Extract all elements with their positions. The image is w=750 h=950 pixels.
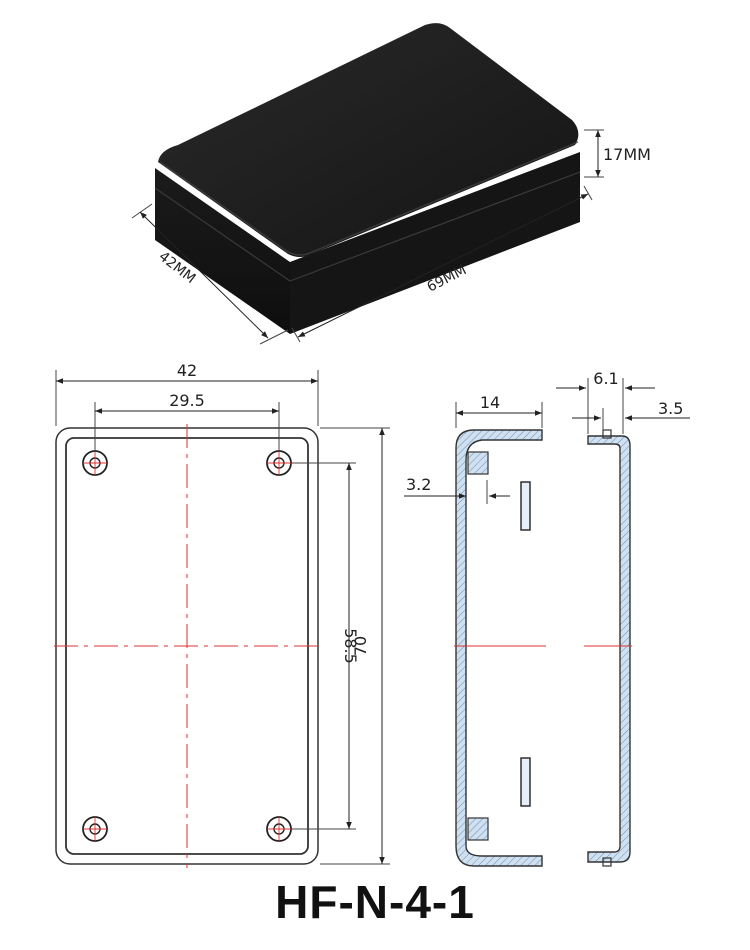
section-view-lower-slot <box>520 757 531 807</box>
section-view-lower-boss <box>467 817 489 841</box>
section-view-lid: 6.1 3.5 <box>556 369 690 867</box>
section-view-wall <box>455 429 543 867</box>
overall-width-label: 42 <box>177 361 197 380</box>
screw-hole-top-left <box>82 450 108 476</box>
screw-hole-bottom-left <box>82 816 108 842</box>
screw-hole-bottom-right <box>266 816 292 842</box>
front-view: 42 29.5 58.5 70 <box>54 361 390 868</box>
section-view-body: 14 3.2 <box>404 393 546 867</box>
dimension-wall-offset: 3.2 <box>404 475 510 504</box>
dimension-hole-spacing-horizontal: 29.5 <box>94 391 280 452</box>
hole-spacing-vertical-label: 58.5 <box>341 628 360 664</box>
height-3d-label: 17MM <box>603 145 651 164</box>
lid-depth-label: 6.1 <box>593 369 618 388</box>
dimension-lip-depth: 3.5 <box>572 399 690 430</box>
dimension-height-3d: 17MM <box>584 129 651 178</box>
lid-bottom-tab <box>602 857 612 867</box>
overall-height-label: 70 <box>351 636 370 656</box>
wall-offset-label: 3.2 <box>406 475 431 494</box>
dimension-lid-depth: 6.1 <box>556 369 655 434</box>
lid-wall <box>587 435 631 863</box>
screw-hole-top-right <box>266 450 292 476</box>
dimension-hole-spacing-vertical: 58.5 <box>292 462 360 830</box>
section-view-upper-slot <box>520 481 531 531</box>
lip-depth-label: 3.5 <box>658 399 683 418</box>
enclosure-3d-render <box>154 23 581 334</box>
dimension-overall-width: 42 <box>55 361 319 426</box>
section-view-upper-boss <box>467 451 489 475</box>
lid-top-tab <box>602 429 612 439</box>
model-name-title: HF-N-4-1 <box>275 876 475 928</box>
enclosure-lid-top <box>158 23 579 258</box>
dimension-section-depth: 14 <box>455 393 543 428</box>
section-depth-label: 14 <box>480 393 500 412</box>
dimension-overall-height: 70 <box>320 427 390 865</box>
hole-spacing-horizontal-label: 29.5 <box>169 391 205 410</box>
